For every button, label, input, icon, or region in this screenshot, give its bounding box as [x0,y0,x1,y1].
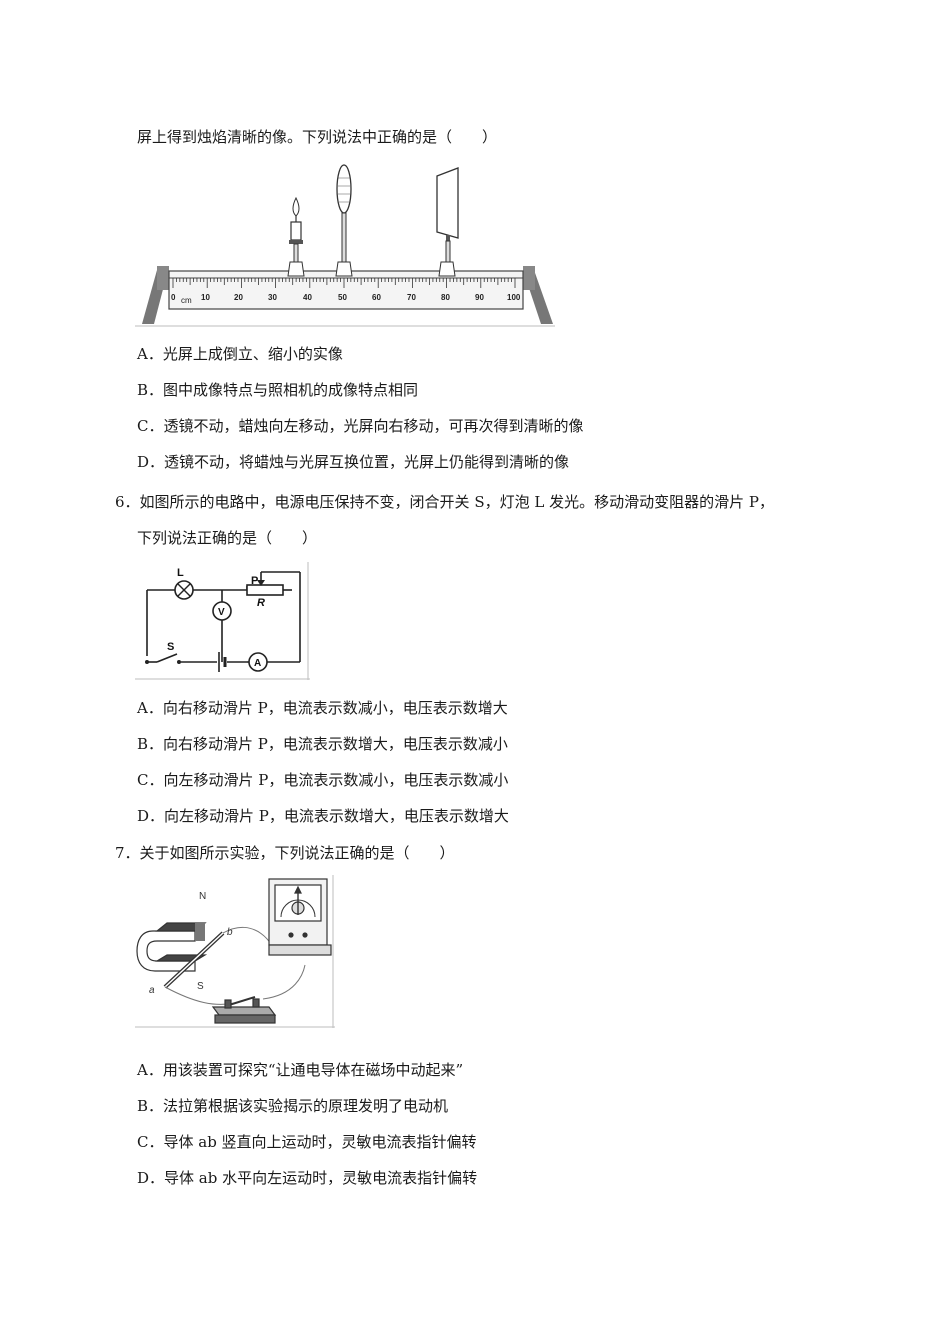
label-lamp-l: L [177,567,184,579]
q6-stem-cont: 下列说法正确的是（ ） [137,529,318,547]
light-screen [436,167,459,277]
candle [287,196,305,277]
q5-stem: 屏上得到烛焰清晰的像。下列说法中正确的是（ ） [137,128,498,146]
q5-option-c[interactable]: C．透镜不动，蜡烛向左移动，光屏向右移动，可再次得到清晰的像 [137,417,584,435]
ruler-label: 60 [372,293,381,302]
q6-circuit-figure: L P R V S A [135,562,310,680]
q5-optical-bench-figure: 0 cm 10 20 30 40 50 60 70 80 90 100 [135,158,555,328]
q7-option-a[interactable]: A．用该装置可探究“让通电导体在磁场中动起来” [137,1061,464,1079]
ruler-label: 70 [407,293,416,302]
label-end-b: b [227,927,233,938]
galvanometer [268,878,332,956]
q6-stem: 6．如图所示的电路中，电源电压保持不变，闭合开关 S，灯泡 L 发光。移动滑动变… [115,493,774,511]
ruler-label: 10 [201,293,210,302]
label-ammeter-a: A [254,658,261,669]
q5-option-b[interactable]: B．图中成像特点与照相机的成像特点相同 [137,381,419,399]
ruler-label: 0 [171,293,176,302]
q7-option-c[interactable]: C．导体 ab 竖直向上运动时，灵敏电流表指针偏转 [137,1133,477,1151]
q6-option-d[interactable]: D．向左移动滑片 P，电流表示数增大，电压表示数增大 [137,807,509,825]
q5-option-d[interactable]: D．透镜不动，将蜡烛与光屏互换位置，光屏上仍能得到清晰的像 [137,453,570,471]
ruler-labels: 0 cm 10 20 30 40 50 60 70 80 90 100 [171,293,521,305]
q7-induction-figure: N S a b [135,875,335,1028]
label-voltmeter-v: V [218,607,225,618]
q7-option-d[interactable]: D．导体 ab 水平向左运动时，灵敏电流表指针偏转 [137,1169,478,1187]
q7-stem: 7．关于如图所示实验，下列说法正确的是（ ） [115,844,455,862]
ruler-label: 30 [268,293,277,302]
label-end-a: a [149,985,155,996]
q6-option-c[interactable]: C．向左移动滑片 P，电流表示数减小，电压表示数减小 [137,771,509,789]
ruler-label: 90 [475,293,484,302]
knife-switch [211,996,277,1024]
label-pole-s: S [197,981,204,992]
ruler-label: 80 [441,293,450,302]
u-magnet [136,922,208,972]
label-rheostat-r: R [257,597,265,609]
q6-option-b[interactable]: B．向右移动滑片 P，电流表示数增大，电压表示数减小 [137,735,508,753]
label-slider-p: P [251,575,258,587]
q7-option-b[interactable]: B．法拉第根据该实验揭示的原理发明了电动机 [137,1097,449,1115]
ruler-label: 20 [234,293,243,302]
q6-option-a[interactable]: A．向右移动滑片 P，电流表示数减小，电压表示数增大 [137,699,508,717]
label-switch-s: S [167,641,174,653]
ruler-unit: cm [181,296,192,305]
label-pole-n: N [199,891,206,902]
q5-option-a[interactable]: A．光屏上成倒立、缩小的实像 [137,345,343,363]
ruler-label: 40 [303,293,312,302]
convex-lens [335,164,353,277]
ruler-label: 50 [338,293,347,302]
ruler-label: 100 [507,293,521,302]
